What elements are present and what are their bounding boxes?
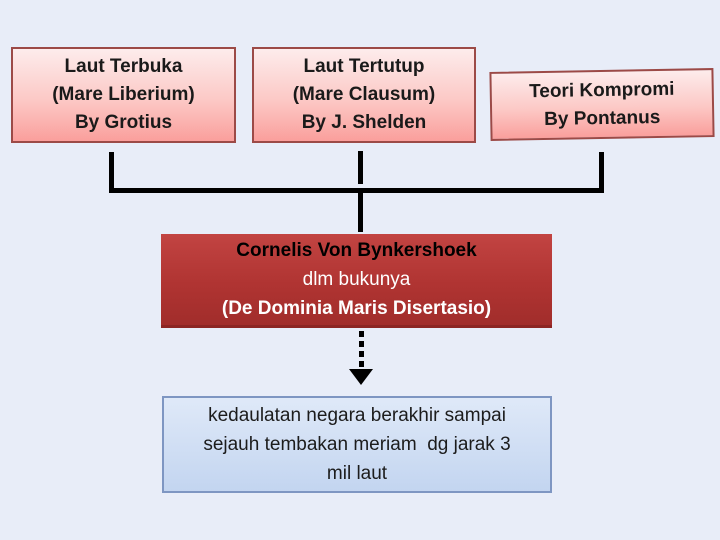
box-laut-terbuka: Laut Terbuka (Mare Liberium) By Grotius [11, 47, 236, 143]
box-laut-tertutup-line-2: (Mare Clausum) [292, 84, 436, 105]
connector-horizontal-bracket [109, 188, 604, 193]
connector-vertical-middle-top [358, 151, 363, 184]
box-kedaulatan-line-2: sejauh tembakan meriam dg jarak 3 [203, 434, 511, 455]
box-kedaulatan: kedaulatan negara berakhir sampai sejauh… [162, 396, 552, 493]
box-bynkershoek-line-3: (De Dominia Maris Disertasio) [221, 298, 492, 319]
connector-vertical-right [599, 152, 604, 190]
box-laut-tertutup-line-3: By J. Shelden [301, 112, 427, 133]
box-bynkershoek: Cornelis Von Bynkershoek dlm bukunya (De… [161, 234, 552, 328]
box-laut-terbuka-line-1: Laut Terbuka [64, 56, 183, 77]
box-bynkershoek-line-1: Cornelis Von Bynkershoek [236, 240, 477, 261]
box-laut-tertutup-line-1: Laut Tertutup [303, 56, 425, 77]
box-teori-kompromi-line-1: Teori Kompromi [528, 78, 675, 102]
box-laut-terbuka-line-2: (Mare Liberium) [52, 84, 195, 105]
box-bynkershoek-line-2: dlm bukunya [302, 269, 411, 290]
connector-vertical-left [109, 152, 114, 190]
box-laut-tertutup: Laut Tertutup (Mare Clausum) By J. Sheld… [252, 47, 476, 143]
arrow-down-icon [349, 369, 373, 385]
box-laut-terbuka-line-3: By Grotius [74, 112, 173, 133]
box-kedaulatan-line-3: mil laut [326, 463, 388, 484]
dashed-arrow-line [359, 331, 364, 371]
box-teori-kompromi: Teori Kompromi By Pontanus [489, 68, 715, 141]
box-teori-kompromi-line-2: By Pontanus [543, 106, 661, 130]
connector-vertical-middle-bottom [358, 193, 363, 232]
box-kedaulatan-line-1: kedaulatan negara berakhir sampai [208, 405, 506, 426]
